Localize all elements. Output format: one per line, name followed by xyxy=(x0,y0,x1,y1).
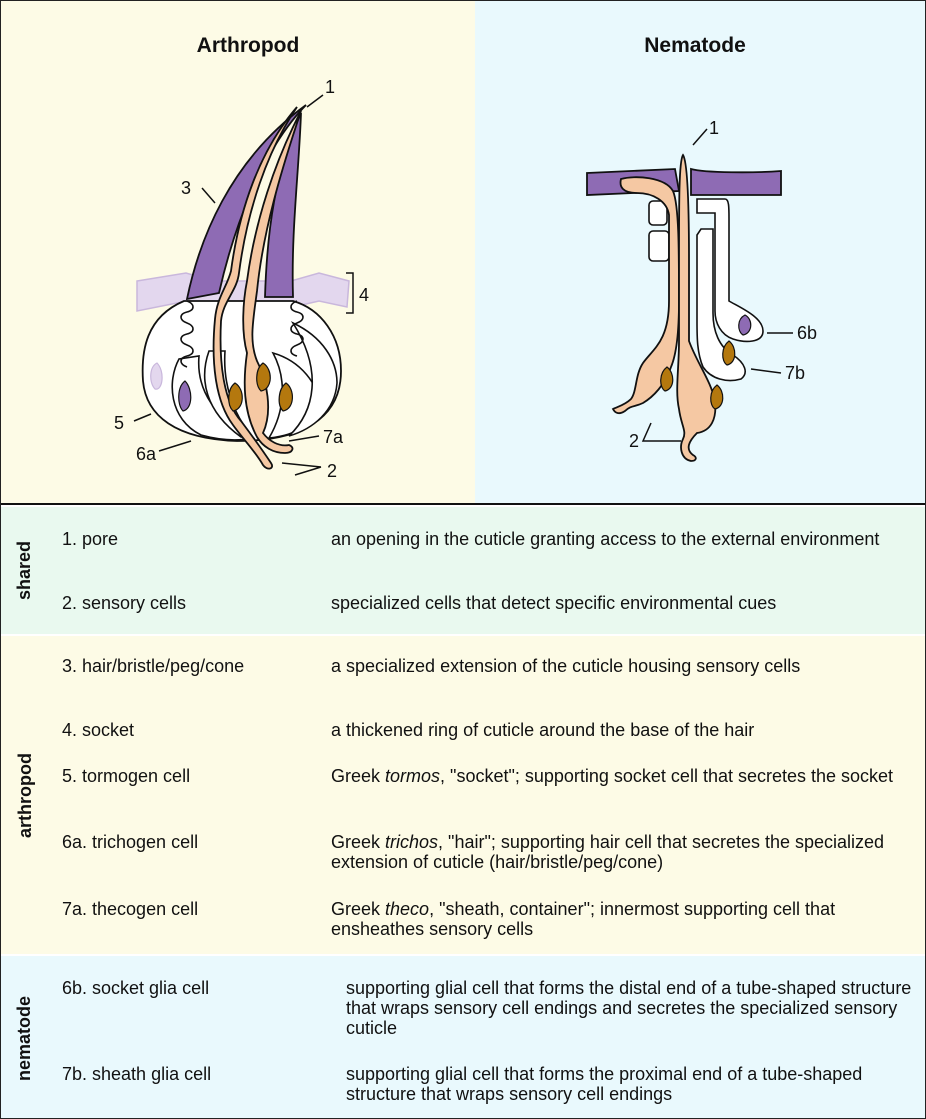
legend-definition: a specialized extension of the cuticle h… xyxy=(331,656,916,676)
legend-term: 3. hair/bristle/peg/cone xyxy=(62,656,244,677)
legend-term: 7a. thecogen cell xyxy=(62,899,198,920)
nematode-callout-7b: 7b xyxy=(785,363,805,383)
arthropod-callout-1: 1 xyxy=(325,77,335,97)
legend-definition: Greek trichos, "hair"; supporting hair c… xyxy=(331,832,916,872)
section-label-nematode: nematode xyxy=(7,956,43,1119)
legend-definition: Greek theco, "sheath, container"; innerm… xyxy=(331,899,916,939)
nematode-sensillum-diagram: 1 6b 7b 2 xyxy=(475,1,925,503)
arthropod-callout-3: 3 xyxy=(181,178,191,198)
arthropod-callout-7a: 7a xyxy=(323,427,344,447)
arthropod-sensillum-diagram: 1 3 4 5 6a 7a 2 xyxy=(1,1,475,503)
nematode-callout-2: 2 xyxy=(629,431,639,451)
socket-glia-nucleus xyxy=(739,315,751,335)
legend-term: 1. pore xyxy=(62,529,118,550)
arthropod-callout-4: 4 xyxy=(359,285,369,305)
legend-term: 6b. socket glia cell xyxy=(62,978,209,999)
nematode-cuticle-right xyxy=(691,169,781,195)
legend-term: 5. tormogen cell xyxy=(62,766,190,787)
legend-definition: a thickened ring of cuticle around the b… xyxy=(331,720,916,740)
legend-section-arthropod: arthropod 3. hair/bristle/peg/cone a spe… xyxy=(1,636,925,954)
legend-definition: supporting glial cell that forms the pro… xyxy=(346,1064,916,1104)
legend-definition: an opening in the cuticle granting acces… xyxy=(331,529,916,549)
legend-definition: specialized cells that detect specific e… xyxy=(331,593,916,613)
sheath-glia-nucleus xyxy=(723,341,735,365)
section-label-shared: shared xyxy=(7,507,43,634)
nematode-callout-6b: 6b xyxy=(797,323,817,343)
nematode-callout-1: 1 xyxy=(709,118,719,138)
arthropod-callout-5: 5 xyxy=(114,413,124,433)
panel-divider xyxy=(1,503,925,505)
arthropod-callout-6a: 6a xyxy=(136,444,157,464)
tormogen-nucleus xyxy=(151,363,162,389)
arthropod-callout-2: 2 xyxy=(327,461,337,481)
legend-section-nematode: nematode 6b. socket glia cell supporting… xyxy=(1,956,925,1119)
nematode-left-block-lower xyxy=(649,231,669,261)
legend-term: 4. socket xyxy=(62,720,134,741)
nematode-sensory-nucleus-right xyxy=(711,385,723,409)
legend-term: 2. sensory cells xyxy=(62,593,186,614)
legend-term: 6a. trichogen cell xyxy=(62,832,198,853)
legend-definition: Greek tormos, "socket"; supporting socke… xyxy=(331,766,916,786)
section-label-arthropod: arthropod xyxy=(7,636,43,954)
legend-term: 7b. sheath glia cell xyxy=(62,1064,211,1085)
legend-section-shared: shared 1. pore an opening in the cuticle… xyxy=(1,507,925,634)
legend-definition: supporting glial cell that forms the dis… xyxy=(346,978,916,1038)
